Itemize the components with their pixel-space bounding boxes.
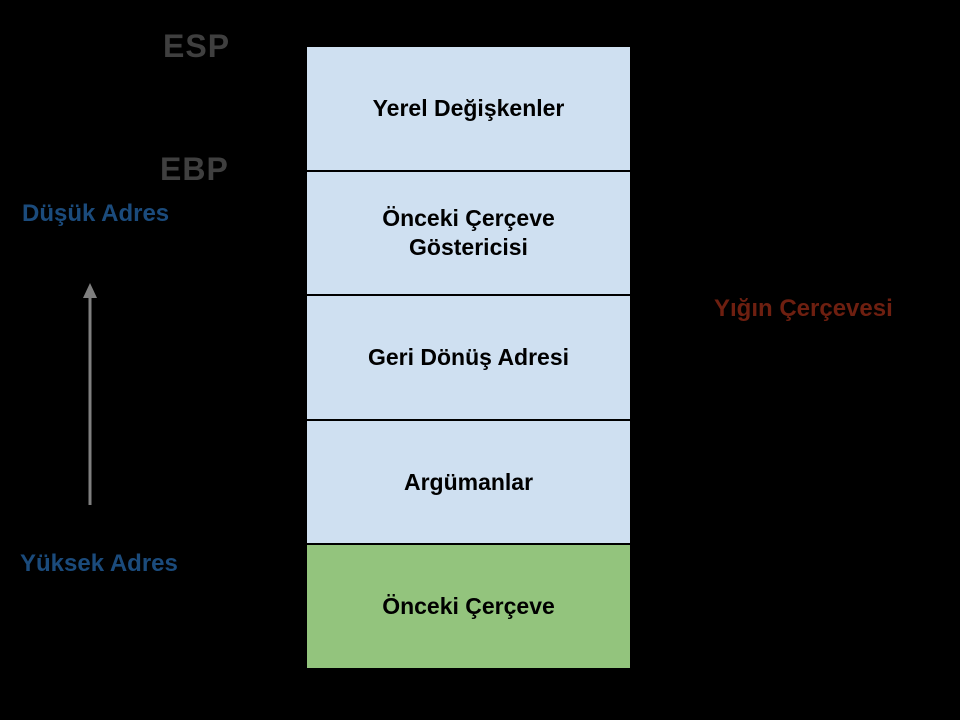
stack-row-return-address: Geri Dönüş Adresi (307, 294, 630, 419)
stack-row-label: Argümanlar (403, 468, 534, 495)
high-address-label: Yüksek Adres (20, 550, 178, 577)
stack-row-label: Önceki Çerçeve (382, 593, 555, 620)
stack-row-local-variables: Yerel Değişkenler (307, 47, 630, 170)
stack-row-label: Yerel Değişkenler (372, 94, 565, 121)
address-direction-arrow (83, 283, 97, 505)
stack-row-arguments: Argümanlar (307, 418, 630, 544)
low-address-label: Düşük Adres (22, 200, 170, 227)
stack-frame-label: Yığın Çerçevesi (714, 295, 893, 322)
arrow-head-icon (83, 283, 97, 298)
stack-diagram: Yerel Değişkenler Önceki Çerçeve Gösteri… (307, 47, 630, 668)
ebp-register-label: EBP (160, 151, 229, 187)
stack-row-label: Geri Dönüş Adresi (367, 344, 570, 371)
stack-row-label: Önceki Çerçeve Göstericisi (382, 205, 555, 260)
stack-row-prev-frame-pointer: Önceki Çerçeve Göstericisi (307, 169, 630, 295)
esp-register-label: ESP (163, 28, 231, 64)
stack-row-previous-frame: Önceki Çerçeve (307, 543, 630, 668)
